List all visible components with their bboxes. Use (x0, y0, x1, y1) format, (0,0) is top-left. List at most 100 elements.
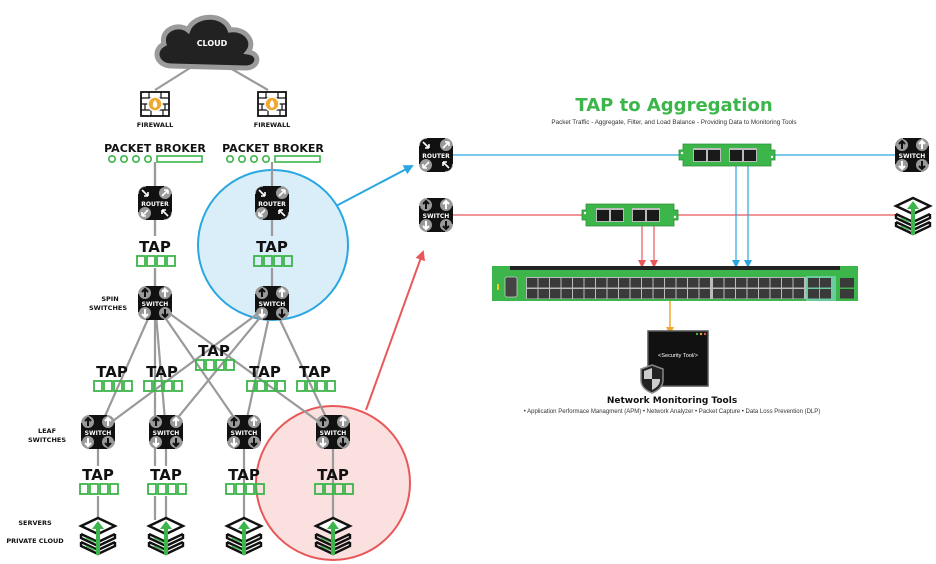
port (736, 278, 747, 288)
tap-label: TAP (299, 363, 331, 381)
cloud-label: CLOUD (197, 39, 228, 48)
port (724, 289, 735, 299)
tools-list: • Application Performace Managment (APM)… (524, 409, 821, 415)
tap-label: TAP (139, 238, 171, 256)
port (713, 278, 724, 288)
port (747, 278, 758, 288)
port (653, 289, 664, 299)
tap-label: TAP (82, 466, 114, 484)
switch-label: SWITCH (423, 213, 450, 220)
tap-label: TAP (256, 238, 288, 256)
packet-broker-label: PACKET BROKER (222, 142, 324, 155)
tap-label: TAP (150, 466, 182, 484)
port (770, 278, 781, 288)
port (527, 278, 538, 288)
tap-label: TAP (317, 466, 349, 484)
tap-bottom-4: TAP (314, 466, 354, 495)
switch-label: SWITCH (153, 430, 180, 437)
port (759, 289, 770, 299)
packet-broker-2: PACKET BROKER (222, 140, 324, 164)
port (538, 289, 549, 299)
port (642, 289, 653, 299)
port (759, 278, 770, 288)
port (676, 289, 687, 299)
port (550, 278, 561, 288)
tools-title: Network Monitoring Tools (607, 396, 737, 406)
port (820, 278, 831, 288)
port (688, 289, 699, 299)
spin-switches-label: SWITCHES (89, 304, 127, 312)
port (724, 278, 735, 288)
port (713, 289, 724, 299)
firewall-icon (140, 91, 170, 117)
callout-arrow-blue (335, 165, 414, 207)
server-stack-icon (894, 196, 932, 237)
right-title: TAP to Aggregation (575, 95, 772, 116)
port (699, 289, 710, 299)
port (596, 278, 607, 288)
callout-arrow-red (365, 250, 425, 411)
tap-mid-4: TAP (246, 363, 286, 392)
port (653, 278, 664, 288)
tap-bottom-3: TAP (225, 466, 265, 495)
port (782, 278, 793, 288)
servers-label: SERVERS (18, 519, 52, 527)
tap-label: TAP (249, 363, 281, 381)
tap-label: TAP (228, 466, 260, 484)
port (573, 289, 584, 299)
tap-label: TAP (96, 363, 128, 381)
leaf-switches-label: LEAF (38, 427, 56, 435)
port (793, 289, 804, 299)
tap-router-1: TAP (134, 236, 176, 268)
tap-mid-5: TAP (296, 363, 336, 392)
port (688, 278, 699, 288)
port (619, 278, 630, 288)
right-subtitle: Packet Traffic - Aggregate, Filter, and … (551, 119, 796, 126)
switch-label: SWITCH (85, 430, 112, 437)
tap-device-icon (678, 143, 776, 167)
port (607, 278, 618, 288)
tap-mid-3: TAP (195, 342, 235, 371)
port (561, 278, 572, 288)
port (840, 289, 854, 299)
port (642, 278, 653, 288)
port (527, 289, 538, 299)
switch-label: SWITCH (899, 153, 926, 160)
port (676, 278, 687, 288)
port (573, 278, 584, 288)
packet-broker-label: PACKET BROKER (104, 142, 206, 155)
port (550, 289, 561, 299)
port (619, 289, 630, 299)
router-label: ROUTER (141, 201, 169, 208)
port (808, 289, 819, 299)
private-cloud-label: PRIVATE CLOUD (6, 537, 64, 545)
port (596, 289, 607, 299)
port (808, 278, 819, 288)
tap-router-2: TAP (251, 236, 293, 268)
tap-device-icon (581, 203, 679, 227)
port (538, 278, 549, 288)
tap-bottom-1: TAP (77, 466, 119, 496)
cloud-icon (154, 14, 260, 71)
security-tool-label: <Security Tool/> (658, 353, 698, 359)
packet-broker-chassis (492, 266, 858, 301)
tap-label: TAP (146, 363, 178, 381)
tap-bottom-2: TAP (145, 466, 187, 496)
port-grid (526, 277, 854, 299)
port (665, 289, 676, 299)
port (584, 278, 595, 288)
switch-label: SWITCH (320, 430, 347, 437)
firewall-label: FIREWALL (137, 121, 174, 129)
port (736, 289, 747, 299)
port (561, 289, 572, 299)
port (820, 289, 831, 299)
firewall-icon (257, 91, 287, 117)
server-stack-icon (225, 516, 263, 557)
spin-switches-label: SPIN (101, 295, 118, 303)
port (840, 278, 854, 288)
server-stack-icon (147, 516, 185, 557)
port (782, 289, 793, 299)
server-stack-icon (79, 516, 117, 557)
port (747, 289, 758, 299)
